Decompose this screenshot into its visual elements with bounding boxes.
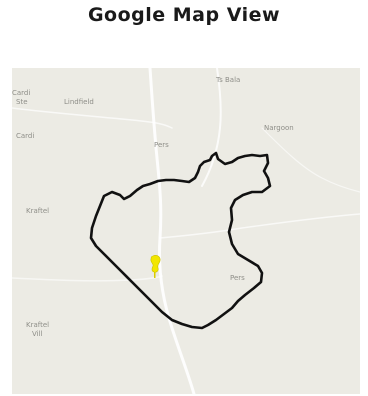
secondary-road	[12, 275, 163, 282]
place-label: Cardi	[12, 89, 31, 97]
road-network	[12, 68, 360, 394]
boundary-outline	[89, 151, 272, 330]
place-label: Cardi	[16, 132, 35, 140]
page-title: Google Map View	[87, 4, 281, 26]
secondary-road	[201, 68, 222, 187]
map-view[interactable]: Cardi Ste Lindfield Ts Bala Cardi Nargoo…	[12, 68, 360, 394]
place-label: Pers	[154, 141, 169, 149]
secondary-road	[261, 127, 360, 193]
place-label: Lindfield	[64, 98, 94, 106]
place-label: Vill	[32, 330, 43, 338]
map-canvas[interactable]	[12, 68, 360, 394]
place-label: Kraftel	[26, 321, 50, 329]
map-pin-icon[interactable]	[150, 255, 161, 278]
secondary-road	[12, 107, 173, 129]
main-road	[148, 68, 196, 394]
place-label: Ste	[16, 98, 28, 106]
place-label: Nargoon	[264, 124, 294, 132]
secondary-road	[159, 213, 360, 239]
place-label: Ts Bala	[216, 76, 241, 84]
place-label: Pers	[230, 274, 245, 282]
place-label: Kraftel	[26, 207, 50, 215]
